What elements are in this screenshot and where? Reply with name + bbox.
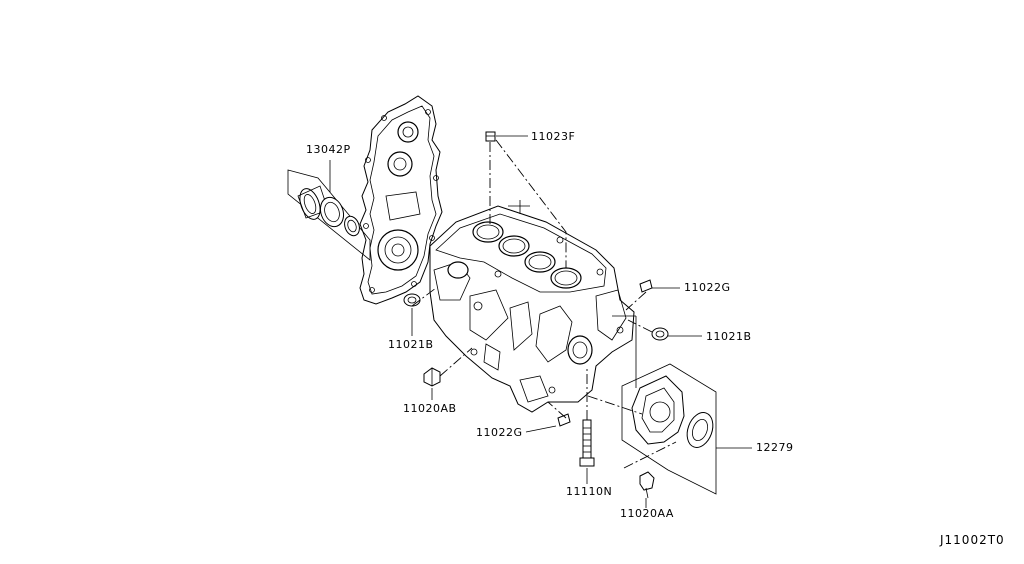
- label-11110N[interactable]: 11110N: [566, 485, 613, 498]
- front-oil-seal-part: [287, 169, 371, 261]
- label-11021B-right[interactable]: 11021B: [706, 330, 752, 343]
- bolt-11020AB-part: [423, 367, 441, 387]
- plug-11021B-left-part: [403, 293, 421, 307]
- label-11020AA[interactable]: 11020AA: [620, 507, 674, 520]
- plug-11021B-right-part: [651, 327, 669, 341]
- cylinder-block-part: [429, 200, 635, 413]
- plug-11023F-part: [485, 131, 496, 142]
- diagram-code: J11002T0: [940, 533, 1005, 547]
- bolt-11020AA-part: [639, 471, 655, 499]
- leader-lines: [329, 135, 752, 508]
- dowel-11022G-bottom-part: [557, 413, 571, 427]
- dowel-11022G-top-part: [639, 279, 653, 293]
- rear-oil-seal-part: [621, 363, 717, 495]
- label-11021B-left[interactable]: 11021B: [388, 338, 434, 351]
- label-11023F[interactable]: 11023F: [531, 130, 576, 143]
- label-11022G-top[interactable]: 11022G: [684, 281, 731, 294]
- label-11022G-bottom[interactable]: 11022G: [476, 426, 523, 439]
- assembly-lines: [411, 139, 677, 469]
- front-cover-part: [359, 95, 443, 305]
- label-12279[interactable]: 12279: [756, 441, 794, 454]
- label-11020AB[interactable]: 11020AB: [403, 402, 457, 415]
- label-13042P[interactable]: 13042P: [306, 143, 351, 156]
- bolt-11110N-part: [579, 419, 595, 467]
